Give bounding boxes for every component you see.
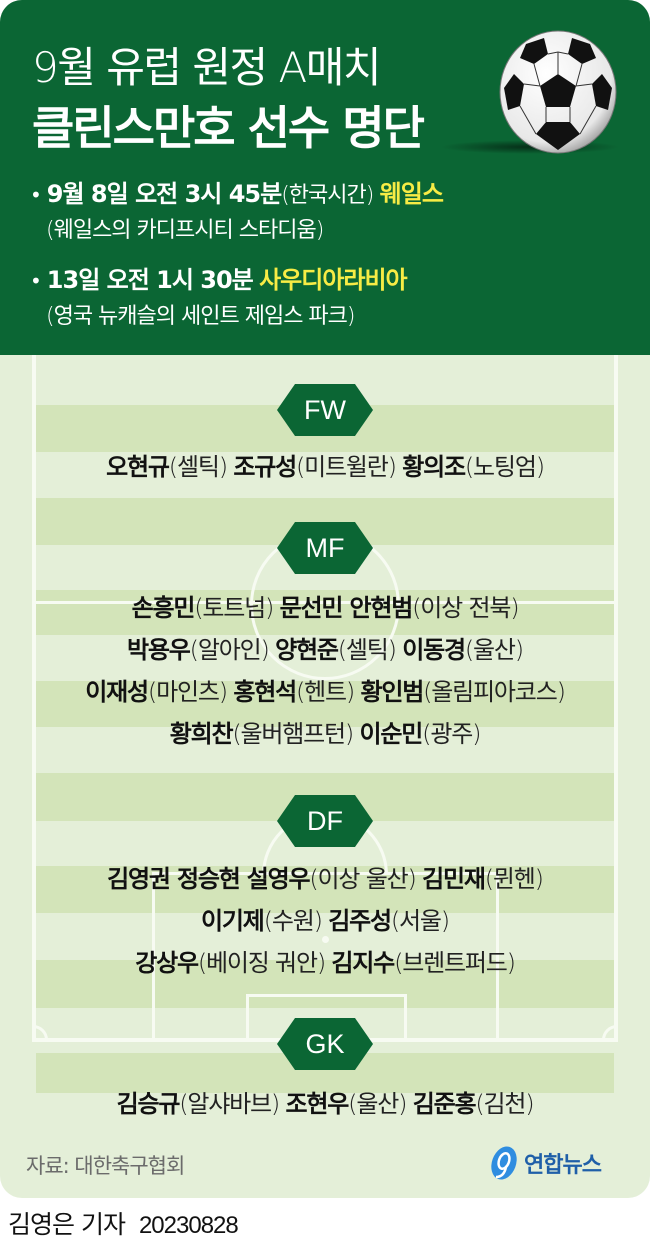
player-name: 조현우 (285, 1090, 350, 1118)
player-club: (토트넘) (194, 594, 274, 622)
player-name: 황희찬 (169, 720, 234, 748)
goal-area-top (246, 994, 407, 997)
roster-line: 강상우(베이징 궈안) 김지수(브렌트퍼드) (0, 943, 650, 978)
position-label: MF (305, 533, 345, 563)
roster-line: 오현규(셀틱) 조규성(미트윌란) 황의조(노팅엄) (0, 447, 650, 482)
bullet: • (30, 183, 42, 207)
match-2-opponent: 사우디아라비아 (259, 266, 408, 294)
player-club: (셀틱) (168, 453, 228, 481)
bullet: • (30, 269, 42, 293)
position-badge-fw: FW (277, 384, 373, 436)
penalty-box-right (496, 872, 499, 1040)
field-stripe (36, 960, 614, 1008)
player-name: 김주성 (328, 907, 392, 935)
roster-line: 김영권 정승현 설영우(이상 울산) 김민재(뮌헨) (0, 859, 650, 894)
yonhap-globe-icon (491, 1146, 517, 1180)
player-name: 양현준 (275, 636, 339, 664)
player-club: (베이징 궈안) (197, 949, 326, 977)
player-name: 오현규 (106, 453, 170, 481)
roster-line: 김승규(알샤바브) 조현우(울산) 김준홍(김천) (0, 1084, 650, 1119)
player-club: (셀틱) (337, 636, 397, 664)
roster-line: 이기제(수원) 김주성(서울) (0, 901, 650, 936)
player-club: (울산) (348, 1090, 407, 1118)
player-club: (울버햄프턴) (232, 720, 354, 748)
player-name: 조규성 (233, 453, 297, 481)
source-credit: 자료: 대한축구협회 (26, 1154, 185, 1178)
roster-line: 손흥민(토트넘) 문선민 안현범(이상 전북) (0, 588, 650, 623)
position-label: DF (307, 806, 343, 836)
match-1-timezone-note: (한국시간) (281, 183, 374, 208)
player-club: (이상 전북) (412, 594, 519, 622)
right-sideline (614, 355, 618, 1042)
header-panel: 9월 유럽 원정 A매치 클린스만호 선수 명단 (0, 0, 650, 355)
player-club: (이상 울산) (309, 865, 416, 893)
penalty-box-top (152, 872, 499, 875)
byline: 김영은 기자 20230828 (8, 1205, 239, 1241)
goal-area-right (404, 994, 407, 1040)
position-label: GK (305, 1029, 345, 1059)
player-club: (알샤바브) (179, 1090, 280, 1118)
player-name: 문선민 안현범 (279, 594, 414, 622)
penalty-box-left (152, 872, 155, 1040)
goal-area-left (246, 994, 249, 1040)
soccer-ball-icon (499, 30, 617, 154)
match-2-datetime: 13일 오전 1시 30분 (46, 266, 254, 294)
penalty-spot (322, 936, 329, 943)
match-1-datetime: 9월 8일 오전 3시 45분 (46, 180, 282, 208)
player-name: 강상우 (135, 949, 199, 977)
player-name: 손흥민 (131, 594, 196, 622)
position-badge-df: DF (277, 795, 373, 847)
yonhap-logo: 연합뉴스 (488, 1143, 602, 1183)
player-club: (김천) (475, 1090, 534, 1118)
yonhap-logo-text: 연합뉴스 (524, 1153, 602, 1178)
infographic-card: 9월 유럽 원정 A매치 클린스만호 선수 명단 (0, 0, 650, 1198)
position-badge-mf: MF (277, 522, 373, 574)
title-line-1: 9월 유럽 원정 A매치 (32, 43, 382, 92)
player-name: 황인범 (360, 678, 424, 706)
position-label: FW (304, 395, 346, 425)
roster-line: 황희찬(울버햄프턴) 이순민(광주) (0, 714, 650, 749)
player-club: (알아인) (189, 636, 270, 664)
player-name: 김준홍 (412, 1090, 477, 1118)
player-club: (울산) (464, 636, 524, 664)
player-name: 이동경 (402, 636, 466, 664)
player-name: 이재성 (85, 678, 149, 706)
roster-line: 박용우(알아인) 양현준(셀틱) 이동경(울산) (0, 630, 650, 665)
player-name: 김승규 (116, 1090, 181, 1118)
match-1: •9월 8일 오전 3시 45분(한국시간) 웨일스 (30, 174, 444, 209)
match-2-venue: (영국 뉴캐슬의 세인트 제임스 파크) (46, 304, 355, 329)
player-name: 이기제 (201, 907, 265, 935)
player-club: (미트윌란) (295, 453, 397, 481)
match-2: •13일 오전 1시 30분 사우디아라비아 (30, 260, 408, 295)
player-name: 김민재 (422, 865, 486, 893)
player-name: 이순민 (359, 720, 424, 748)
player-club: (서울) (390, 907, 450, 935)
publish-date: 20230828 (138, 1212, 239, 1239)
reporter-name: 김영은 기자 (8, 1210, 126, 1239)
player-club: (브렌트퍼드) (394, 949, 516, 977)
player-club: (뮌헨) (484, 865, 544, 893)
title-line-2: 클린스만호 선수 명단 (32, 101, 425, 155)
player-name: 홍현석 (233, 678, 297, 706)
player-name: 김영권 정승현 설영우 (107, 865, 310, 893)
match-1-venue: (웨일스의 카디프시티 스타디움) (46, 218, 324, 243)
player-name: 황의조 (402, 453, 466, 481)
field-stripe (36, 681, 614, 727)
player-club: (올림피아코스) (423, 678, 566, 706)
position-badge-gk: GK (277, 1018, 373, 1070)
left-sideline (32, 355, 36, 1042)
corner-arc-left (33, 1025, 48, 1040)
match-1-opponent: 웨일스 (379, 180, 444, 208)
player-club: (수원) (263, 907, 323, 935)
player-club: (광주) (422, 720, 481, 748)
corner-arc-right (602, 1025, 617, 1040)
player-club: (마인츠) (147, 678, 228, 706)
roster-line: 이재성(마인츠) 홍현석(헨트) 황인범(올림피아코스) (0, 672, 650, 707)
player-club: (헨트) (295, 678, 355, 706)
player-name: 김지수 (331, 949, 395, 977)
player-name: 박용우 (127, 636, 191, 664)
player-club: (노팅엄) (464, 453, 545, 481)
